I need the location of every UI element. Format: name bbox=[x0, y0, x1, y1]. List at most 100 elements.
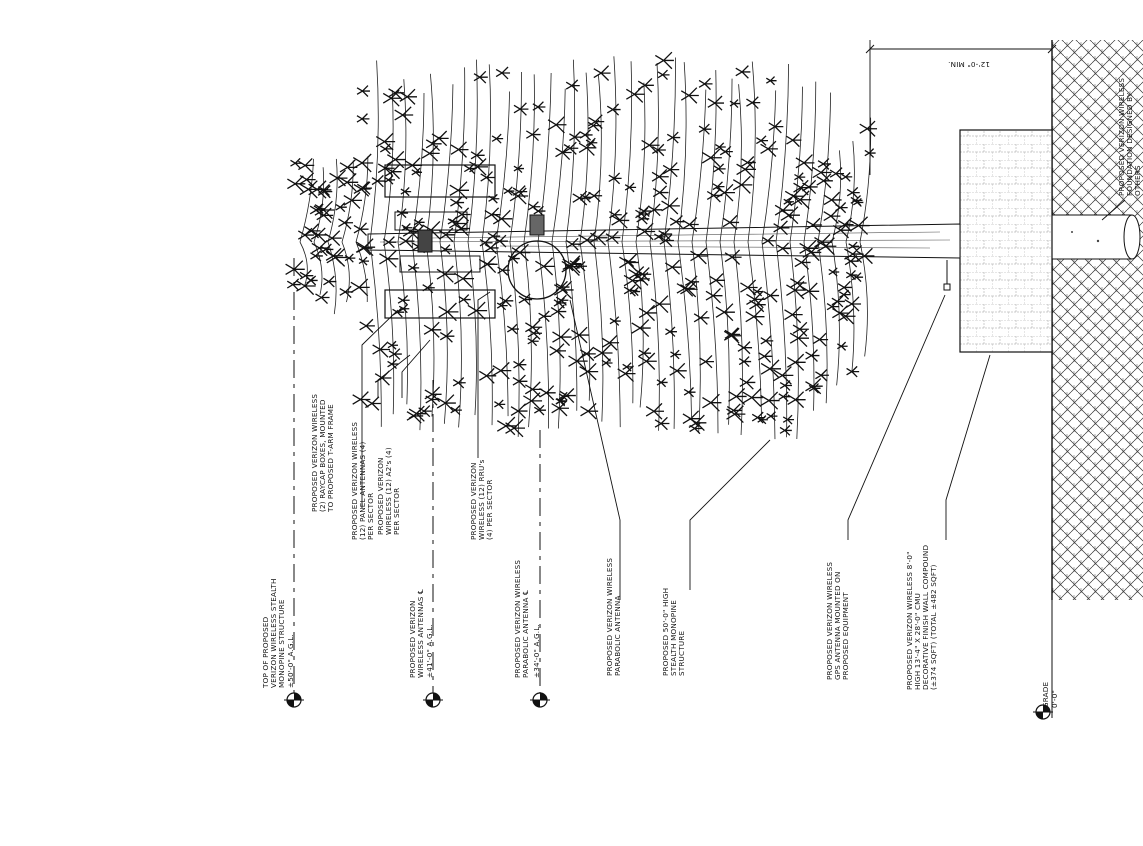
pine-needle-tuft bbox=[365, 396, 381, 411]
pine-needle-tuft bbox=[593, 344, 613, 362]
pine-needle-tuft bbox=[316, 207, 334, 224]
pine-needle-tuft bbox=[396, 208, 409, 219]
pine-needle-tuft bbox=[535, 257, 555, 276]
pine-needle-tuft bbox=[399, 88, 417, 105]
label-line: PROPOSED EQUIPMENT bbox=[841, 592, 850, 680]
pine-needle-tuft bbox=[509, 187, 529, 205]
pine-needle-tuft bbox=[470, 149, 485, 162]
pine-needle-tuft bbox=[787, 391, 806, 409]
pine-needle-tuft bbox=[765, 76, 777, 86]
pine-needle-tuft bbox=[773, 220, 790, 236]
pine-needle-tuft bbox=[637, 352, 657, 370]
pine-needle-tuft bbox=[760, 140, 778, 157]
pine-needle-tuft bbox=[713, 163, 726, 175]
pine-needle-tuft bbox=[846, 186, 860, 199]
pine-needle-tuft bbox=[549, 343, 566, 359]
label-line: WIRELESS (12) A2's (4) bbox=[384, 447, 393, 535]
pine-branch bbox=[551, 88, 566, 429]
pine-needle-tuft bbox=[605, 230, 621, 245]
pine-branch bbox=[775, 64, 790, 438]
pine-needle-tuft bbox=[698, 123, 712, 135]
pine-needle-tuft bbox=[859, 120, 878, 137]
pine-needle-tuft bbox=[773, 366, 794, 385]
label-line: ±41'-0" A.G.L. bbox=[425, 624, 434, 678]
pine-needle-tuft bbox=[478, 367, 497, 384]
pine-needle-tuft bbox=[353, 181, 371, 197]
pine-needle-tuft bbox=[724, 249, 742, 265]
pine-branch bbox=[369, 60, 382, 427]
pine-needle-tuft bbox=[355, 238, 376, 257]
label-compound: PROPOSED VERIZON WIRELESS 8'-0" HIGH 13'… bbox=[905, 545, 938, 690]
pine-needle-tuft bbox=[503, 186, 515, 196]
pine-needle-tuft bbox=[715, 142, 726, 152]
pine-needle-tuft bbox=[563, 141, 579, 155]
label-line: PARABOLIC ANTENNA ℄ bbox=[521, 590, 530, 678]
pine-needle-tuft bbox=[638, 347, 652, 359]
pine-needle-tuft bbox=[425, 136, 442, 151]
pine-needle-tuft bbox=[768, 119, 784, 134]
pine-needle-tuft bbox=[513, 164, 524, 174]
pine-needle-tuft bbox=[658, 227, 673, 241]
pine-needle-tuft bbox=[760, 335, 774, 347]
pine-needle-tuft bbox=[760, 391, 780, 410]
pine-needle-tuft bbox=[852, 197, 864, 207]
dimension-12ft: 12'-0" MIN. bbox=[865, 40, 1057, 175]
pine-needle-tuft bbox=[795, 154, 815, 172]
label-line: PROPOSED VERIZON bbox=[408, 600, 417, 678]
pine-needle-tuft bbox=[338, 172, 359, 192]
pine-needle-tuft bbox=[388, 348, 402, 360]
pine-needle-tuft bbox=[601, 358, 613, 368]
pine-needle-tuft bbox=[757, 415, 768, 425]
pine-branch bbox=[579, 72, 591, 401]
pine-needle-tuft bbox=[510, 403, 528, 419]
pine-needle-tuft bbox=[715, 183, 735, 202]
pine-needle-tuft bbox=[399, 234, 415, 249]
pine-needle-tuft bbox=[523, 392, 543, 410]
pine-needle-tuft bbox=[555, 396, 567, 407]
pine-needle-tuft bbox=[800, 282, 820, 301]
label-line: PROPOSED VERIZON bbox=[376, 457, 385, 535]
pine-needle-tuft bbox=[484, 241, 499, 255]
label-line: HIGH 13'-4" X 28'-0" CMU bbox=[913, 593, 922, 690]
label-antennas-cl: PROPOSED VERIZON WIRELESS ANTENNAS ℄ ±41… bbox=[408, 589, 434, 678]
pine-needle-tuft bbox=[654, 51, 674, 70]
pine-needle-tuft bbox=[829, 167, 845, 181]
pine-needle-tuft bbox=[817, 237, 837, 256]
pine-needle-tuft bbox=[645, 402, 664, 420]
pine-needle-tuft bbox=[491, 133, 504, 144]
pine-needle-tuft bbox=[609, 316, 621, 326]
pine-needle-tuft bbox=[851, 272, 864, 283]
pine-needle-tuft bbox=[766, 411, 778, 421]
pine-needle-tuft bbox=[844, 254, 859, 268]
pine-needle-tuft bbox=[778, 391, 791, 402]
pine-needle-tuft bbox=[382, 236, 397, 249]
pine-needle-tuft bbox=[707, 95, 725, 111]
pine-needle-tuft bbox=[832, 222, 851, 239]
pine-needle-tuft bbox=[379, 249, 399, 268]
foundation bbox=[1051, 214, 1141, 260]
pine-needle-tuft bbox=[304, 223, 321, 239]
pine-needle-tuft bbox=[454, 269, 475, 288]
pine-needle-tuft bbox=[452, 377, 466, 389]
pine-needle-tuft bbox=[680, 87, 699, 104]
pine-needle-tuft bbox=[588, 189, 603, 203]
pine-needle-tuft bbox=[329, 169, 348, 187]
pine-needle-tuft bbox=[450, 196, 465, 209]
pine-needle-tuft bbox=[449, 215, 466, 232]
pine-needle-tuft bbox=[729, 99, 740, 108]
pine-branch bbox=[467, 59, 478, 416]
pine-needle-tuft bbox=[579, 129, 593, 141]
pine-needle-tuft bbox=[561, 257, 582, 276]
label-line: GPS ANTENNA MOUNTED ON bbox=[833, 571, 842, 680]
pine-needle-tuft bbox=[864, 148, 876, 158]
pine-needle-tuft bbox=[488, 193, 500, 204]
pine-needle-tuft bbox=[569, 258, 582, 269]
pine-needle-tuft bbox=[310, 250, 323, 262]
label-line: FOUNDATION DESIGNED BY bbox=[1125, 92, 1134, 196]
pine-needle-tuft bbox=[555, 144, 572, 161]
label-line: PROPOSED VERIZON WIRELESS bbox=[1117, 78, 1126, 196]
pine-needle-tuft bbox=[580, 402, 599, 420]
pine-needle-tuft bbox=[356, 85, 370, 97]
pine-needle-tuft bbox=[698, 77, 713, 91]
pine-needle-tuft bbox=[344, 253, 356, 263]
